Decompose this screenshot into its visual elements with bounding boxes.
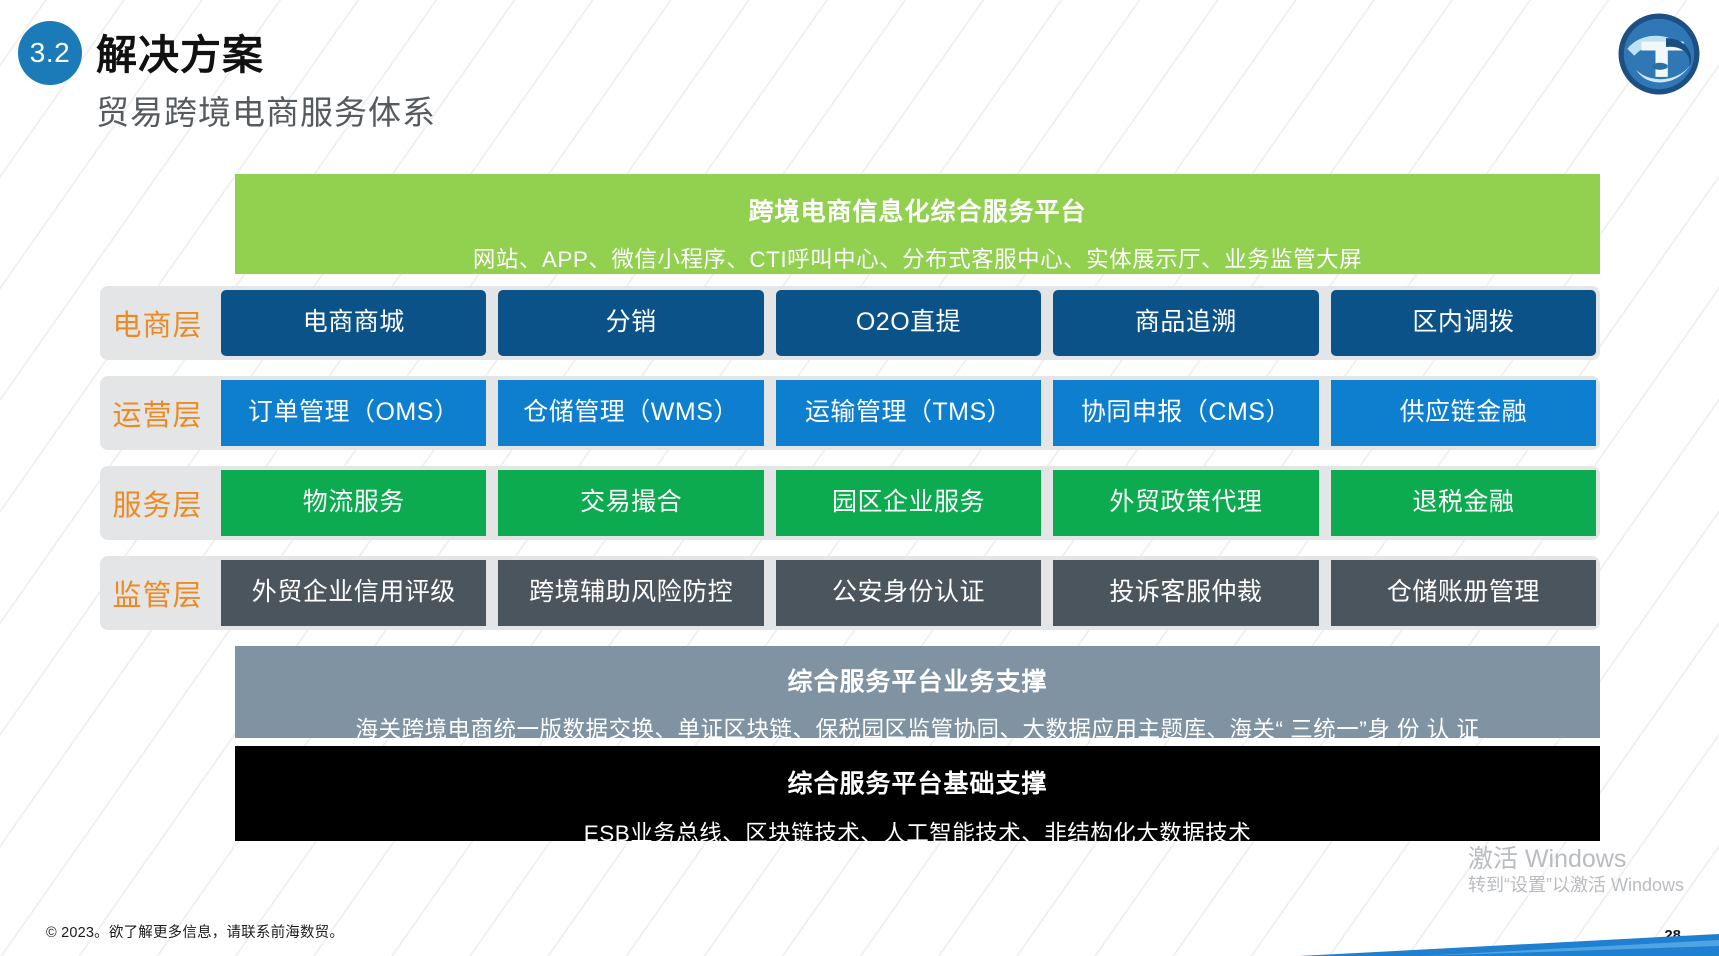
page-title: 解决方案	[96, 32, 264, 78]
cell-supervision-3[interactable]: 公安身份认证	[775, 560, 1042, 626]
layer-row-services: 服务层 物流服务 交易撮合 园区企业服务 外贸政策代理 退税金融	[100, 466, 1600, 540]
slide-header: 3.2 解决方案 贸易跨境电商服务体系	[0, 0, 1719, 150]
business-support-subtitle: 海关跨境电商统一版数据交换、单证区块链、保税园区监管协同、大数据应用主题库、海关…	[355, 717, 1480, 742]
watermark-subtitle: 转到“设置”以激活 Windows	[1467, 874, 1684, 895]
cell-services-2[interactable]: 交易撮合	[498, 470, 764, 536]
cell-services-5[interactable]: 退税金融	[1330, 470, 1597, 536]
layer-row-supervision: 监管层 外贸企业信用评级 跨境辅助风险防控 公安身份认证 投诉客服仲裁 仓储账册…	[100, 556, 1600, 630]
cell-operations-3[interactable]: 运输管理（TMS）	[775, 380, 1042, 446]
layer-cells-operations: 订单管理（OMS） 仓储管理（WMS） 运输管理（TMS） 协同申报（CMS） …	[221, 380, 1597, 446]
platform-banner-title: 跨境电商信息化综合服务平台	[748, 198, 1087, 226]
cell-supervision-1[interactable]: 外贸企业信用评级	[221, 560, 487, 626]
layer-label-supervision: 监管层	[112, 580, 203, 612]
cell-operations-4[interactable]: 协同申报（CMS）	[1053, 380, 1319, 446]
cell-supervision-5[interactable]: 仓储账册管理	[1330, 560, 1597, 626]
corner-accent-shape	[1299, 934, 1719, 956]
cell-services-1[interactable]: 物流服务	[221, 470, 487, 536]
layer-cells-services: 物流服务 交易撮合 园区企业服务 外贸政策代理 退税金融	[221, 470, 1597, 536]
page-subtitle: 贸易跨境电商服务体系	[96, 94, 436, 131]
layer-cells-ecommerce: 电商商城 分销 O2O直提 商品追溯 区内调拨	[221, 290, 1597, 356]
platform-banner: 跨境电商信息化综合服务平台 网站、APP、微信小程序、CTI呼叫中心、分布式客服…	[235, 174, 1600, 274]
foundation-support-bar: 综合服务平台基础支撑 ESB业务总线、区块链技术、人工智能技术、非结构化大数据技…	[235, 746, 1600, 846]
layer-label-ecommerce: 电商层	[112, 310, 203, 342]
footer-copyright-note: © 2023。欲了解更多信息，请联系前海数贸。	[46, 925, 345, 941]
cell-ecommerce-3[interactable]: O2O直提	[775, 290, 1042, 356]
cell-ecommerce-5[interactable]: 区内调拨	[1330, 290, 1597, 356]
cell-services-4[interactable]: 外贸政策代理	[1053, 470, 1319, 536]
foundation-support-subtitle: ESB业务总线、区块链技术、人工智能技术、非结构化大数据技术	[583, 821, 1252, 846]
layer-row-operations: 运营层 订单管理（OMS） 仓储管理（WMS） 运输管理（TMS） 协同申报（C…	[100, 376, 1600, 450]
business-support-title: 综合服务平台业务支撑	[787, 668, 1048, 696]
layer-label-operations: 运营层	[112, 400, 203, 432]
section-number-text: 3.2	[29, 37, 71, 68]
cell-supervision-4[interactable]: 投诉客服仲裁	[1053, 560, 1319, 626]
cell-ecommerce-2[interactable]: 分销	[498, 290, 764, 356]
cell-operations-2[interactable]: 仓储管理（WMS）	[498, 380, 764, 446]
layer-cells-supervision: 外贸企业信用评级 跨境辅助风险防控 公安身份认证 投诉客服仲裁 仓储账册管理	[221, 560, 1597, 626]
cell-operations-1[interactable]: 订单管理（OMS）	[221, 380, 487, 446]
cell-services-3[interactable]: 园区企业服务	[775, 470, 1042, 536]
business-support-bar: 综合服务平台业务支撑 海关跨境电商统一版数据交换、单证区块链、保税园区监管协同、…	[235, 646, 1600, 742]
windows-activation-watermark: 激活 Windows 转到“设置”以激活 Windows	[1468, 845, 1684, 896]
cell-ecommerce-1[interactable]: 电商商城	[221, 290, 487, 356]
section-number-badge: 3.2	[18, 21, 82, 85]
layer-row-ecommerce: 电商层 电商商城 分销 O2O直提 商品追溯 区内调拨	[100, 286, 1600, 360]
cell-supervision-2[interactable]: 跨境辅助风险防控	[498, 560, 764, 626]
watermark-title: 激活 Windows	[1467, 844, 1627, 873]
foundation-support-title: 综合服务平台基础支撑	[787, 770, 1048, 798]
layer-label-services: 服务层	[112, 490, 203, 522]
platform-banner-subtitle: 网站、APP、微信小程序、CTI呼叫中心、分布式客服中心、实体展示厅、业务监管大…	[472, 247, 1363, 272]
company-logo-icon	[1618, 13, 1700, 95]
cell-operations-5[interactable]: 供应链金融	[1330, 380, 1597, 446]
cell-ecommerce-4[interactable]: 商品追溯	[1053, 290, 1319, 356]
